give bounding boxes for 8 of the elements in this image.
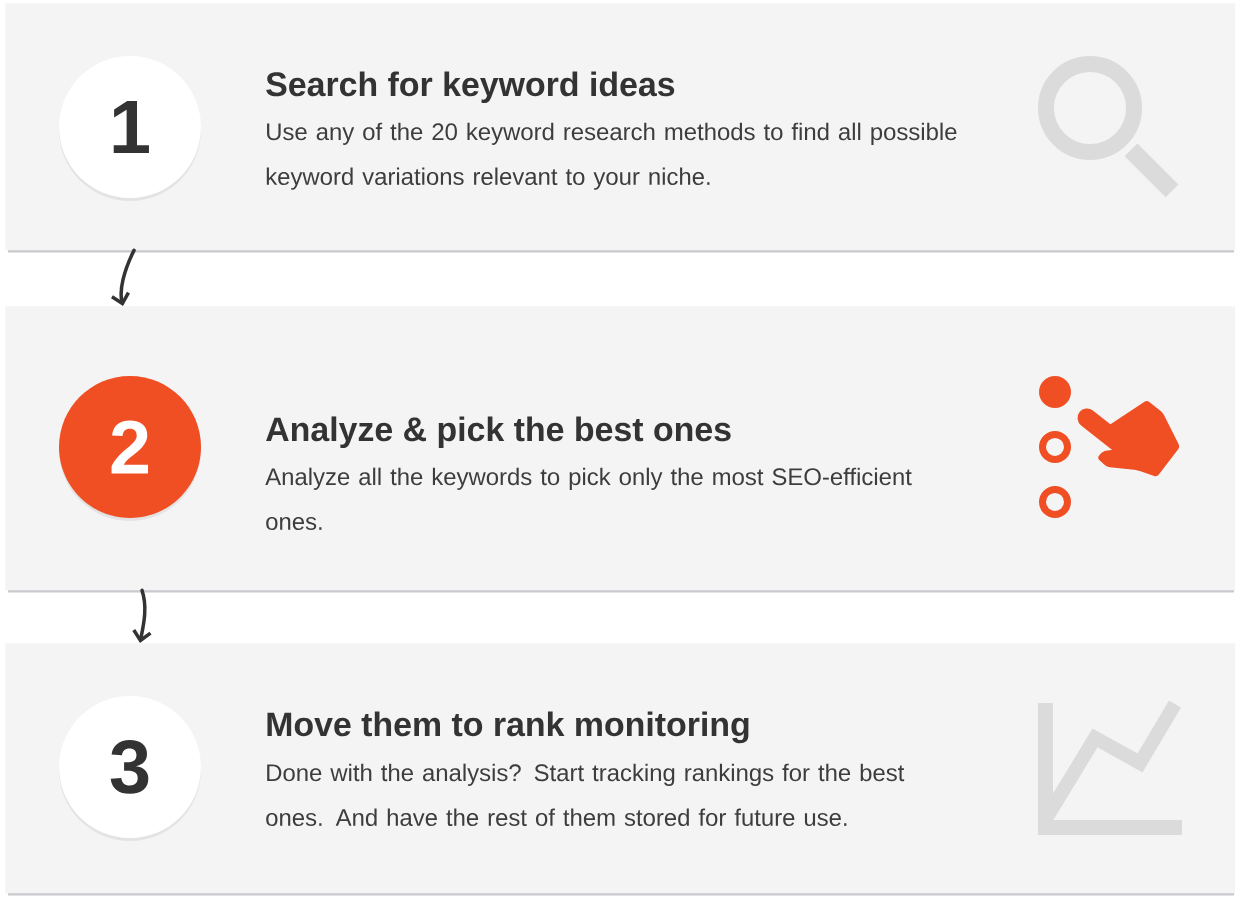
- step-heading: Analyze & pick the best ones: [266, 416, 731, 448]
- arrow: [132, 588, 152, 643]
- step-heading: Move them to rank monitoring: [267, 711, 749, 744]
- step-description: Done with the analysis? Start tracking rankings for the best ones. And have the rest of them stored for future use.: [266, 763, 905, 827]
- arrow: [111, 248, 136, 306]
- step-description: Analyze all the keywords to pick only the most SEO-efficient ones.: [265, 467, 912, 531]
- step-heading: Search for keyword ideas: [266, 71, 675, 103]
- step-description: Use any of the 20 keyword research methods to find all possible keyword variations relevant to your niche.: [266, 122, 957, 190]
